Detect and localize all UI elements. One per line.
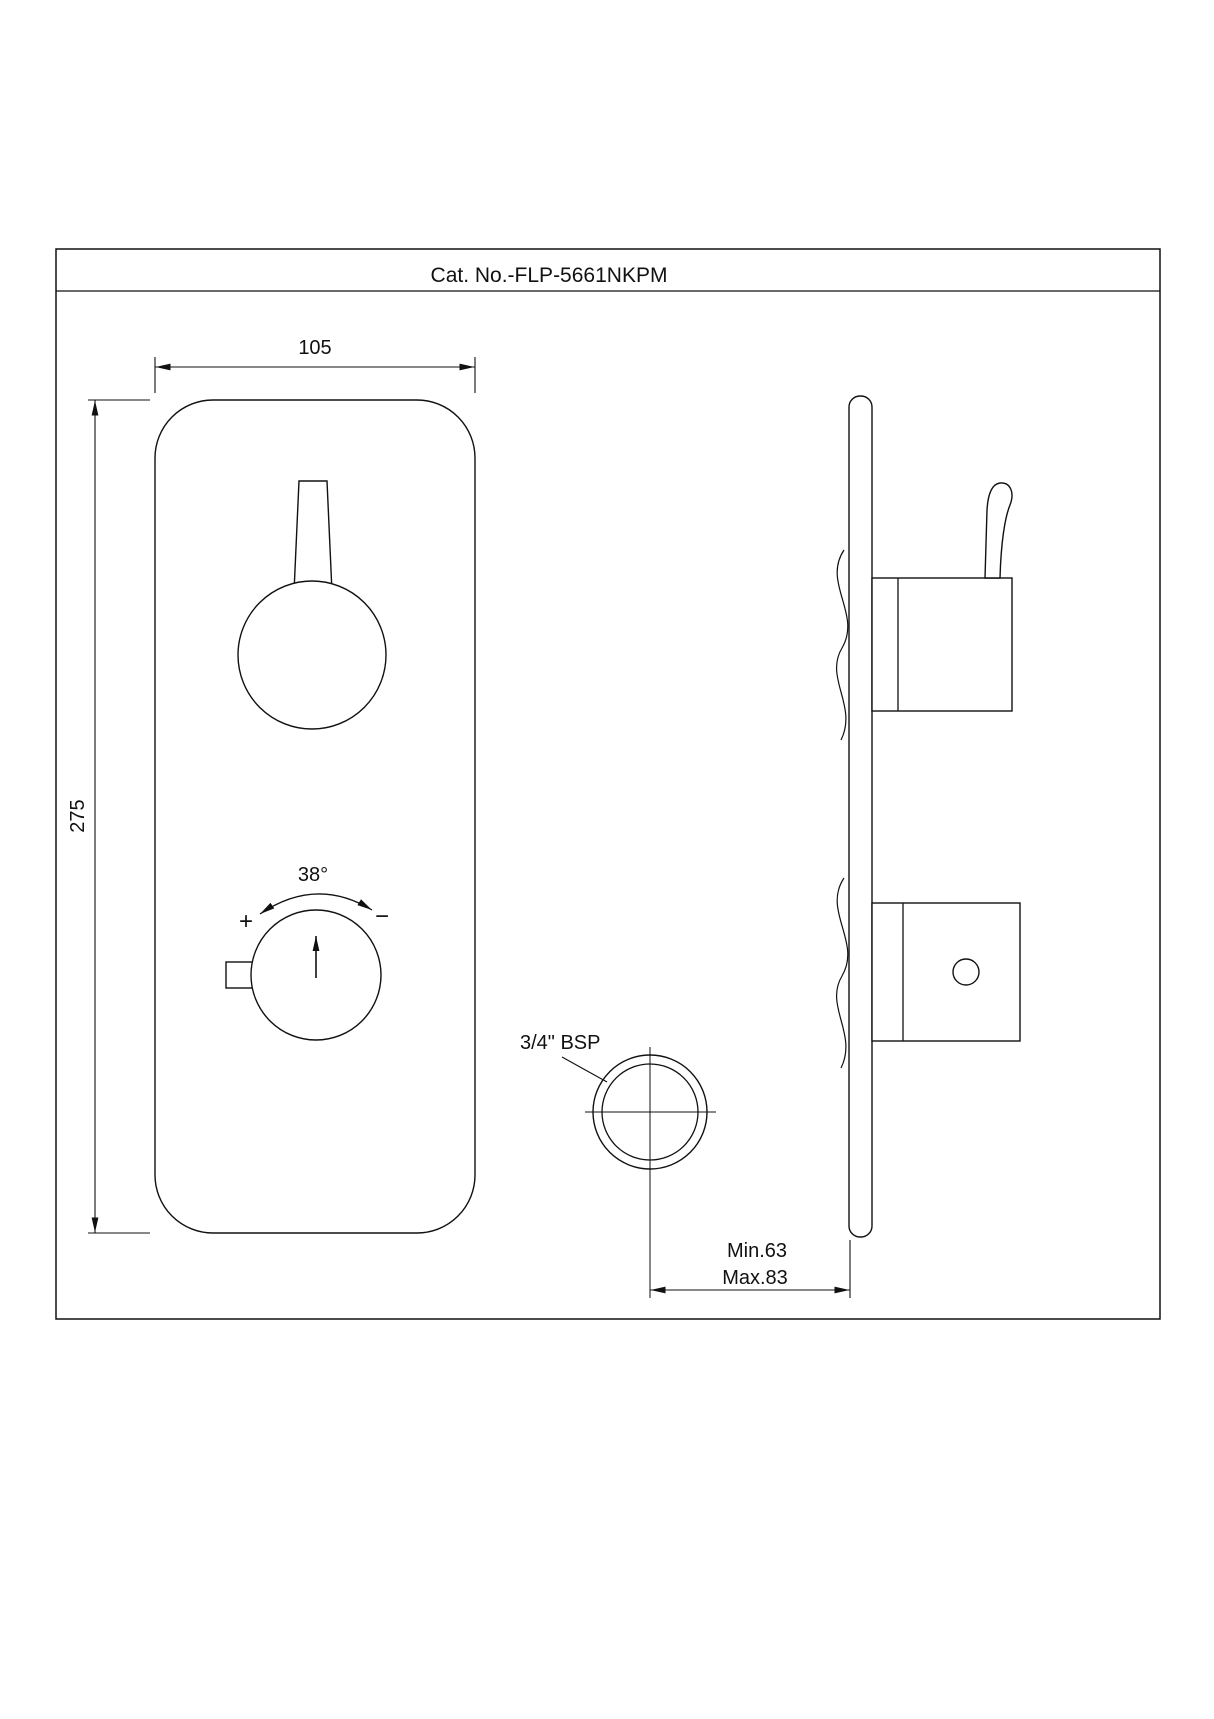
drawing-border — [55, 248, 1161, 1320]
plate-width-dimension: 105 — [298, 337, 331, 359]
faceplate-edge — [848, 395, 873, 1238]
diverter-body-side — [871, 577, 1013, 712]
height-dimension — [88, 399, 150, 1234]
catalog-number: Cat. No.-FLP-5661NKPM — [431, 264, 668, 287]
break-line-bottom — [836, 877, 849, 1069]
bsp-size-label: 3/4" BSP — [520, 1032, 600, 1054]
diverter-lever — [293, 480, 333, 593]
diverter-knob — [237, 580, 387, 730]
plus-label: + — [239, 908, 253, 935]
minus-label: − — [375, 903, 389, 930]
diverter-lever-side — [984, 482, 1013, 579]
faceplate — [154, 399, 476, 1234]
break-line-top — [836, 549, 849, 741]
thermostat-body-side — [871, 902, 1021, 1042]
bsp-inner-circle — [601, 1063, 699, 1161]
width-dimension — [154, 357, 476, 393]
bsp-leader-line — [561, 1056, 608, 1083]
front-view: 38° + − — [154, 399, 476, 1234]
depth-dimension — [650, 1240, 851, 1298]
rotation-arc — [259, 893, 373, 915]
bsp-outer-circle — [592, 1054, 708, 1170]
temperature-angle-label: 38° — [298, 864, 328, 886]
thermostat-screw — [952, 958, 980, 986]
max-depth-label: Max.83 — [722, 1267, 788, 1289]
bsp-connection-detail — [561, 1047, 716, 1298]
temperature-knob-tab — [225, 961, 255, 989]
min-depth-label: Min.63 — [727, 1240, 787, 1262]
plate-height-dimension: 275 — [67, 799, 89, 832]
side-view — [836, 395, 1021, 1238]
